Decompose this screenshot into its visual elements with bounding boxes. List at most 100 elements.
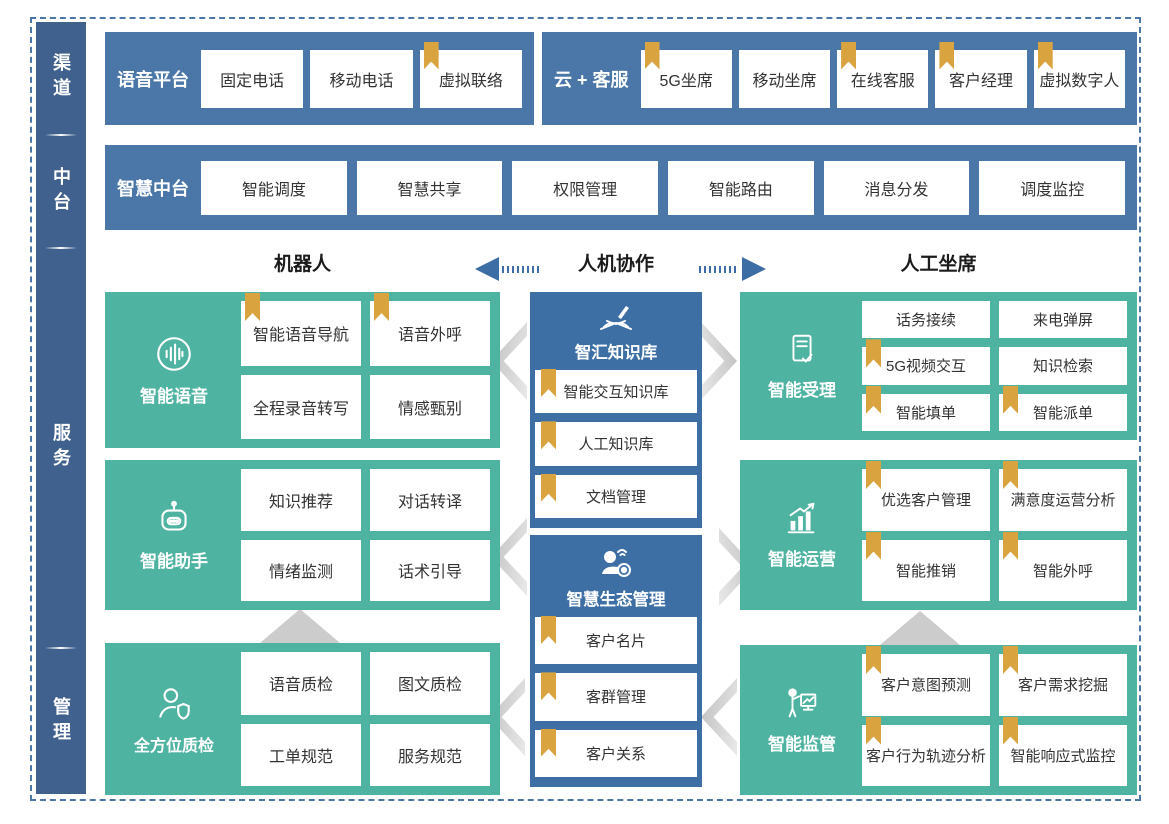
voice-platform-band: 语音平台 固定电话 移动电话 虚拟联络: [105, 32, 534, 125]
block-smart-assistant: 智能助手 知识推荐 对话转译 情绪监测 话术引导: [105, 460, 500, 610]
box-label: 智能填单: [895, 404, 956, 422]
dashed-border-frame: [30, 17, 1141, 801]
channel-box: 虚拟数字人: [1033, 41, 1125, 108]
box-label: 虚拟数字人: [1039, 72, 1120, 90]
feature-box: 对话转译: [370, 469, 490, 531]
feature-box: 满意度运营分析: [999, 461, 1127, 531]
box-label: 知识检索: [1032, 358, 1093, 376]
platform-box: 消息分发: [823, 160, 970, 215]
block-title: 智能受理: [768, 381, 836, 400]
sidebar-divider: [45, 647, 77, 649]
box-label: 消息分发: [864, 181, 929, 199]
platform-box: 智慧共享: [356, 160, 503, 215]
feature-box: 语音质检: [241, 652, 361, 715]
person-shield-icon: [153, 683, 195, 725]
sidebar-item-management: 管理: [36, 649, 86, 794]
box-label: 全程录音转写: [252, 400, 349, 418]
feature-box: 优选客户管理: [862, 461, 990, 531]
block-items: 优选客户管理 满意度运营分析 智能推销 智能外呼: [862, 461, 1127, 601]
bookmark-icon: [841, 41, 857, 70]
channel-box: 固定电话: [201, 49, 304, 108]
feature-box: 客户行为轨迹分析: [862, 716, 990, 786]
platform-box: 权限管理: [512, 160, 659, 215]
bookmark-icon: [1003, 461, 1018, 489]
book-pen-icon: [596, 301, 636, 337]
box-label: 智能语音导航: [252, 327, 349, 345]
channel-box: 虚拟联络: [419, 41, 522, 108]
chevron-left-icon: [701, 678, 737, 756]
bookmark-icon: [1003, 531, 1018, 560]
box-label: 5G坐席: [659, 72, 713, 90]
feature-box: 客户需求挖掘: [999, 646, 1127, 716]
feature-box: 图文质检: [370, 652, 490, 715]
block-items: 智能交互知识库 人工知识库 文档管理: [535, 369, 697, 518]
block-title: 智汇知识库: [574, 344, 658, 362]
arrow-right-icon: [742, 257, 766, 281]
feature-box: 知识检索: [999, 347, 1127, 385]
section-title-robot: 机器人: [273, 254, 331, 275]
block-title: 智慧生态管理: [566, 591, 666, 609]
cloud-service-band: 云 + 客服 5G坐席 移动坐席 在线客服 客户经理 虚拟数字人: [542, 32, 1137, 125]
bookmark-icon: [541, 421, 556, 450]
band-title: 云 + 客服: [554, 69, 629, 90]
layer-sidebar: 渠道 中台 服务 管理: [36, 22, 86, 794]
block-header: 智能语音: [115, 301, 233, 439]
block-title: 智能语音: [140, 387, 208, 406]
box-label: 移动电话: [329, 72, 394, 90]
block-title: 智能运营: [768, 550, 836, 569]
box-label: 客户行为轨迹分析: [865, 747, 986, 765]
block-header: 智能监管: [750, 654, 854, 786]
block-header: 智能受理: [750, 301, 854, 431]
block-smart-acceptance: 智能受理 话务接续 来电弹屏 5G视频交互 知识检索 智能填单 智能派单: [740, 292, 1137, 440]
block-items: 客户意图预测 客户需求挖掘 客户行为轨迹分析 智能响应式监控: [862, 646, 1127, 786]
bookmark-icon: [866, 339, 881, 368]
box-label: 对话转译: [397, 493, 462, 511]
bookmark-icon: [423, 41, 439, 70]
bookmark-icon: [541, 616, 556, 644]
box-label: 智能派单: [1032, 404, 1093, 422]
box-label: 话术引导: [397, 564, 462, 582]
sidebar-item-service: 服务: [36, 249, 86, 647]
arrow-left-icon: [475, 257, 499, 281]
bookmark-icon: [374, 293, 389, 321]
feature-box: 情绪监测: [241, 539, 361, 601]
block-quality-inspection: 全方位质检 语音质检 图文质检 工单规范 服务规范: [105, 643, 500, 795]
feature-box: 智能推销: [862, 531, 990, 601]
middle-platform-row: 智慧中台 智能调度 智慧共享 权限管理 智能路由 消息分发 调度监控: [105, 145, 1137, 230]
bookmark-icon: [866, 461, 881, 489]
section-title-human-machine: 人机协作: [577, 254, 654, 275]
box-label: 工单规范: [268, 748, 333, 766]
chart-growth-icon: [783, 500, 821, 538]
block-title: 智能助手: [140, 552, 208, 571]
feature-box: 智能填单: [862, 385, 990, 431]
feature-box: 服务规范: [370, 723, 490, 786]
platform-box: 调度监控: [979, 160, 1126, 215]
sidebar-label: 管理: [51, 696, 71, 747]
box-label: 智能调度: [241, 181, 306, 199]
channel-box: 5G坐席: [640, 41, 732, 108]
box-label: 客户需求挖掘: [1017, 677, 1108, 695]
box-label: 5G视频交互: [885, 358, 966, 376]
box-label: 智能外呼: [1032, 562, 1093, 580]
box-label: 人工知识库: [578, 436, 654, 454]
sidebar-item-middle-platform: 中台: [36, 136, 86, 247]
presenter-chart-icon: [783, 685, 821, 723]
box-label: 话务接续: [895, 312, 956, 330]
channel-row: 语音平台 固定电话 移动电话 虚拟联络 云 + 客服 5G坐席 移动坐席 在线客…: [105, 32, 1137, 125]
bookmark-icon: [866, 646, 881, 674]
block-items: 话务接续 来电弹屏 5G视频交互 知识检索 智能填单 智能派单: [862, 301, 1127, 431]
feature-box: 智能派单: [999, 385, 1127, 431]
block-ecosystem-management: 智慧生态管理 客户名片 客群管理 客户关系: [530, 535, 702, 787]
box-label: 知识推荐: [268, 493, 333, 511]
box-label: 客户名片: [585, 633, 646, 651]
band-items: 智能调度 智慧共享 权限管理 智能路由 消息分发 调度监控: [201, 160, 1126, 215]
box-label: 语音外呼: [397, 327, 462, 345]
channel-box: 移动电话: [310, 49, 413, 108]
platform-box: 智能调度: [201, 160, 347, 215]
sidebar-item-channel: 渠道: [36, 22, 86, 134]
feature-box: 智能响应式监控: [999, 716, 1127, 786]
person-network-icon: [596, 544, 636, 584]
channel-box: 在线客服: [837, 41, 929, 108]
bookmark-icon: [644, 41, 660, 70]
bookmark-icon: [939, 41, 955, 70]
